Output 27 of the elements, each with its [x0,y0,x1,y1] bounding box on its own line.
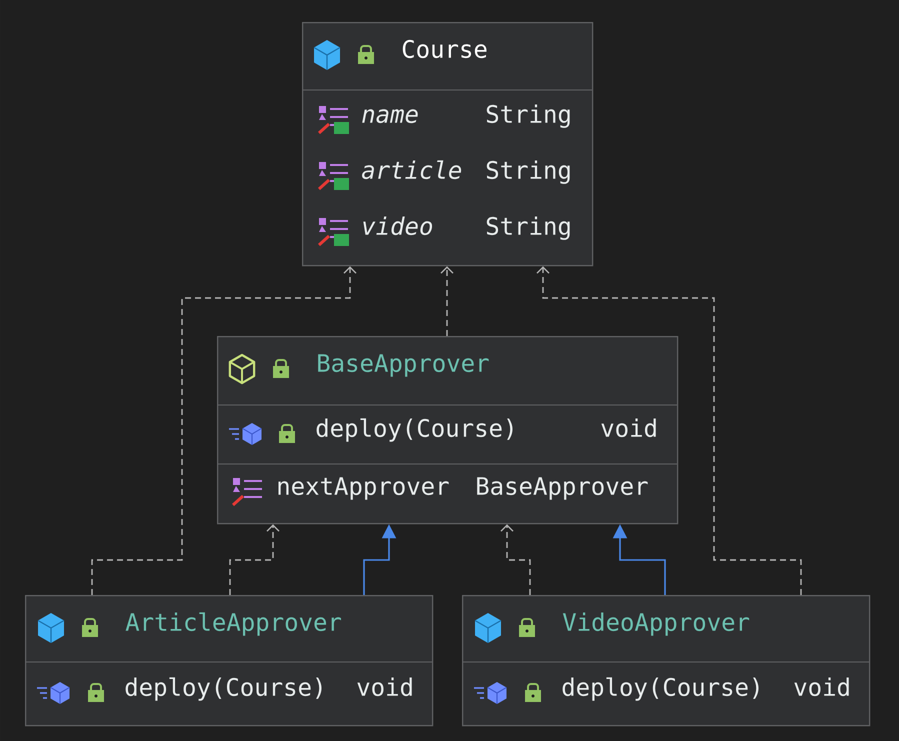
class-name: Course [402,40,486,58]
arrow [440,266,454,336]
class-name: ArticleApprover [126,612,341,636]
method-name: deploy(Course) [126,677,322,701]
class-box [462,595,870,726]
class-box [302,22,594,266]
arrow [536,266,802,595]
return-type: void [794,678,849,696]
arrow [91,266,356,595]
field-type: String [486,160,570,184]
field-name: name [362,109,418,124]
class-box [216,336,678,524]
field-name: video [363,216,432,236]
field-name: article [362,160,462,180]
class-name: BaseApprover [318,354,489,377]
method-name: deploy(Course) [316,418,512,442]
field-name: nextApprover [278,477,449,500]
class-box [24,595,434,726]
field-type: BaseApprover [477,477,648,500]
return-type: void [601,418,656,438]
method-name: deploy(Course) [562,677,758,701]
return-type: void [357,678,412,696]
field-type: String [486,216,570,240]
field-type: String [486,104,570,128]
arrow [229,524,280,595]
class-name: VideoApprover [562,612,750,636]
arrow [500,524,531,595]
